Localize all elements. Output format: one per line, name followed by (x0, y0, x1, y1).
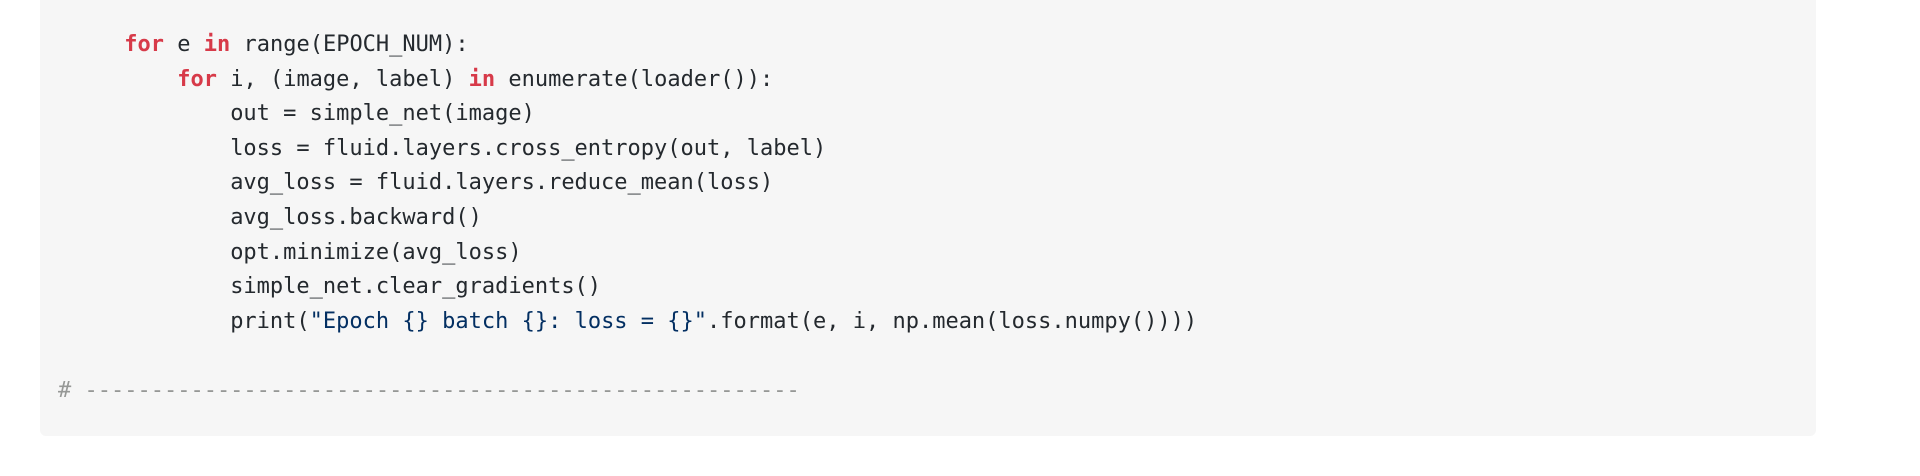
code-text: .format(e, i, np.mean(loss.numpy()))) (707, 308, 1198, 334)
keyword: for (124, 32, 164, 57)
code-text: out = simple_net(image) (230, 101, 535, 127)
string-literal: "Epoch {} batch {}: loss = {}" (309, 308, 708, 334)
code-block: for e in range(EPOCH_NUM): for i, (image… (40, 0, 1816, 436)
code-line: avg_loss = fluid.layers.reduce_mean(loss… (58, 166, 1197, 201)
code-text: i, (image, label) (216, 66, 469, 92)
code-line: for e in range(EPOCH_NUM): (58, 28, 1197, 63)
code-line: avg_loss.backward() (58, 201, 1197, 236)
comment: # --------------------------------------… (58, 377, 800, 403)
code-text: simple_net.clear_gradients() (230, 274, 602, 300)
code-text: avg_loss = fluid.layers.reduce_mean(loss… (230, 170, 774, 196)
code-text: print( (230, 308, 310, 334)
keyword: for (177, 66, 217, 92)
code-line (58, 339, 1197, 374)
code-line: loss = fluid.layers.cross_entropy(out, l… (58, 132, 1197, 167)
code-text: enumerate(loader()): (495, 66, 774, 92)
keyword: in (468, 66, 496, 92)
code-line: # --------------------------------------… (58, 374, 1197, 409)
code-content: for e in range(EPOCH_NUM): for i, (image… (58, 28, 1197, 409)
code-line: print("Epoch {} batch {}: loss = {}".for… (58, 305, 1197, 340)
code-text: opt.minimize(avg_loss) (230, 239, 522, 265)
code-text: e (163, 32, 204, 57)
code-line: out = simple_net(image) (58, 97, 1197, 132)
keyword: in (203, 32, 231, 57)
code-text: avg_loss.backward() (230, 204, 482, 230)
code-text: range(EPOCH_NUM): (230, 32, 469, 57)
code-line: for i, (image, label) in enumerate(loade… (58, 63, 1197, 98)
code-line: simple_net.clear_gradients() (58, 270, 1197, 305)
code-text: loss = fluid.layers.cross_entropy(out, l… (230, 135, 827, 161)
code-line: opt.minimize(avg_loss) (58, 236, 1197, 271)
